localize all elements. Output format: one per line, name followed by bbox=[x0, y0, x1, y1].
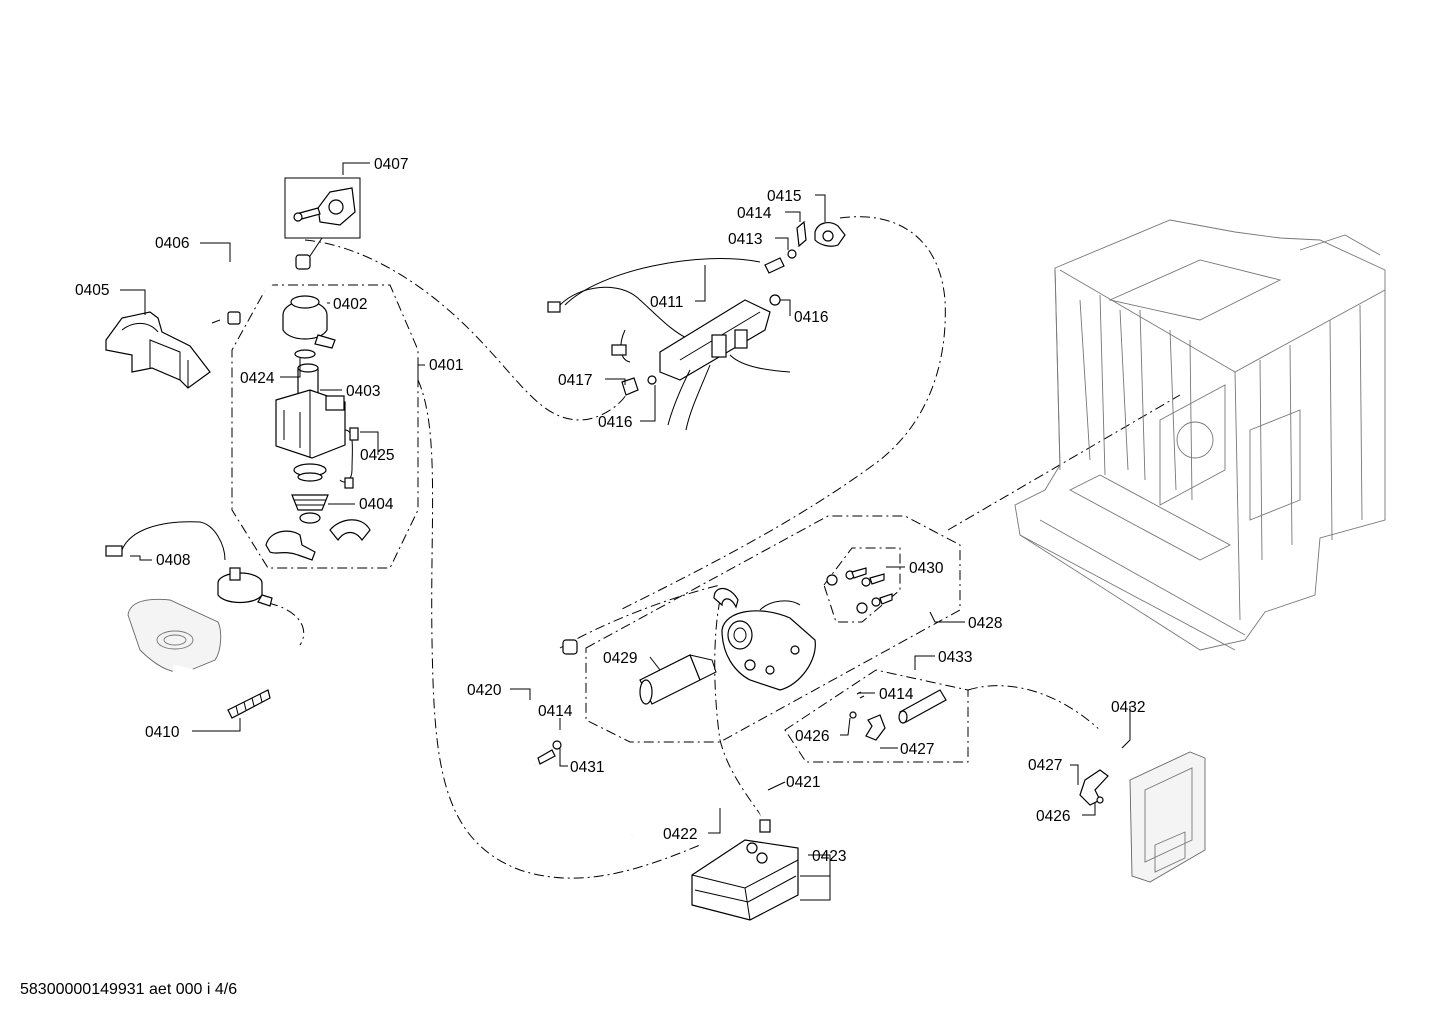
machine-frame bbox=[1014, 219, 1386, 651]
label-0414-pipe: 0414 bbox=[538, 703, 573, 720]
hose-0432 bbox=[1079, 720, 1121, 806]
hose-0406 bbox=[203, 254, 311, 325]
pipe-0420 bbox=[517, 639, 578, 772]
label-0414-valve: 0414 bbox=[879, 686, 914, 703]
label-0422: 0422 bbox=[663, 826, 697, 843]
valve-parts-0433 bbox=[849, 689, 947, 741]
label-0411: 0411 bbox=[650, 294, 683, 311]
label-0402: 0402 bbox=[333, 296, 367, 313]
container-0423 bbox=[691, 839, 799, 921]
label-0413: 0413 bbox=[728, 231, 762, 248]
label-0423: 0423 bbox=[812, 848, 846, 865]
label-0405: 0405 bbox=[75, 282, 109, 299]
label-0406: 0406 bbox=[155, 235, 189, 252]
label-0430: 0430 bbox=[909, 560, 944, 577]
leader-lines bbox=[120, 162, 1131, 901]
label-0428: 0428 bbox=[968, 615, 1002, 632]
label-0408: 0408 bbox=[156, 552, 190, 569]
label-0424: 0424 bbox=[240, 370, 275, 387]
document-id: 58300000149931 aet 000 i 4/6 bbox=[20, 981, 238, 998]
o-ring-0424 bbox=[294, 349, 316, 359]
flowmeter-0408 bbox=[105, 521, 273, 607]
label-0410: 0410 bbox=[145, 724, 180, 741]
label-0421: 0421 bbox=[786, 774, 820, 791]
label-0425: 0425 bbox=[360, 447, 394, 464]
label-0427-left: 0427 bbox=[900, 741, 934, 758]
group-outlines bbox=[231, 216, 1181, 879]
label-0426-right: 0426 bbox=[1036, 808, 1070, 825]
callout-labels: 0407 0406 0405 0402 0424 0403 0425 0404 … bbox=[75, 156, 1145, 865]
hoses-0421-0422 bbox=[630, 767, 771, 837]
label-0426-left: 0426 bbox=[795, 728, 829, 745]
cartridge-0429 bbox=[639, 654, 717, 705]
label-0427-right: 0427 bbox=[1028, 757, 1062, 774]
boiler-assembly-0428 bbox=[713, 587, 816, 691]
fittings-0413-0417 bbox=[621, 220, 846, 396]
label-0415: 0415 bbox=[767, 188, 801, 205]
label-0414-top: 0414 bbox=[737, 205, 772, 222]
label-0417: 0417 bbox=[558, 372, 592, 389]
label-0432: 0432 bbox=[1111, 699, 1145, 716]
label-0420: 0420 bbox=[467, 682, 502, 699]
label-0416-lower: 0416 bbox=[598, 414, 632, 431]
label-0431: 0431 bbox=[570, 759, 604, 776]
pump-0403 bbox=[275, 363, 346, 459]
label-0401: 0401 bbox=[429, 357, 463, 374]
side-panel bbox=[1129, 751, 1206, 883]
bracket-0405 bbox=[105, 311, 211, 389]
label-0407: 0407 bbox=[374, 156, 408, 173]
cable-0425 bbox=[339, 427, 359, 489]
heater-0411 bbox=[547, 258, 791, 431]
screw-set-0430 bbox=[826, 567, 893, 614]
label-0416-upper: 0416 bbox=[794, 309, 828, 326]
label-0404: 0404 bbox=[359, 496, 394, 513]
label-0433: 0433 bbox=[938, 649, 972, 666]
drip-tray-0410 bbox=[127, 598, 271, 719]
valve-head-0402 bbox=[282, 295, 336, 349]
seal-kit-0404 bbox=[265, 463, 371, 561]
label-0403: 0403 bbox=[346, 383, 380, 400]
clamp-inset-0407 bbox=[284, 177, 361, 263]
label-0429: 0429 bbox=[603, 650, 637, 667]
